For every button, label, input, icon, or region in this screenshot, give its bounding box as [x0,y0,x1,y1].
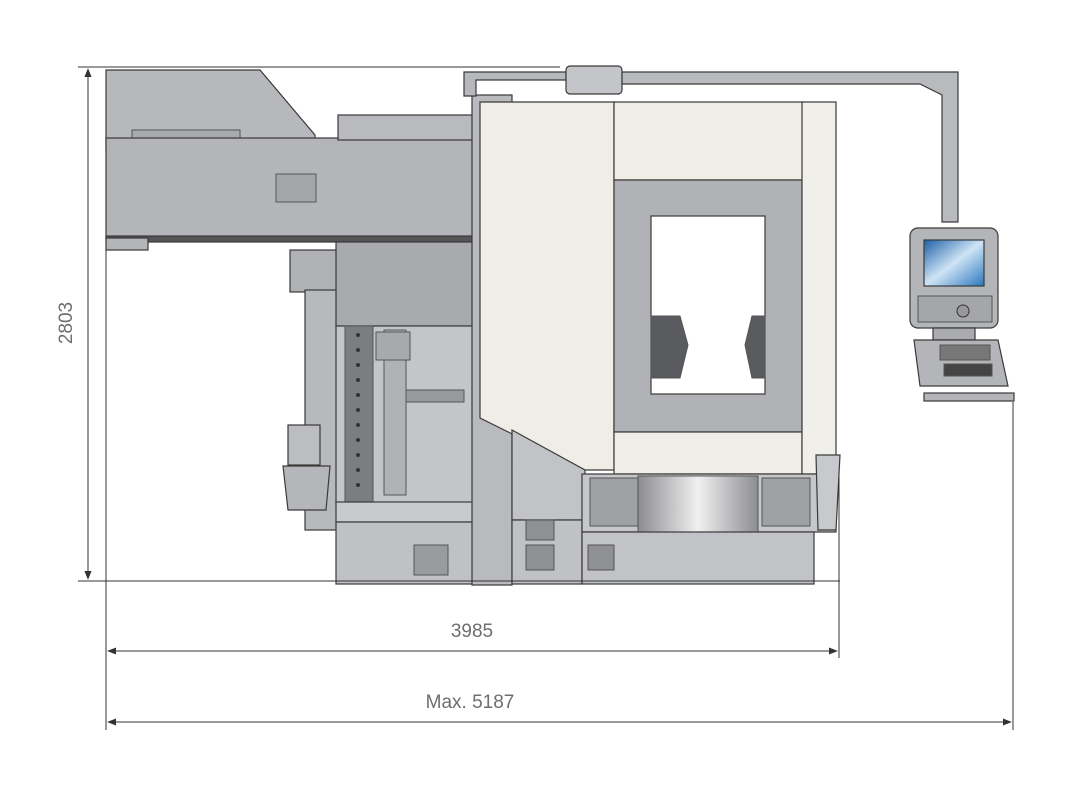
column-area [335,241,475,585]
rack-holes [356,333,360,487]
width-dimension-label: 3985 [451,621,493,642]
max-width-dimension-label: Max. 5187 [426,692,515,713]
dimension-lines [78,66,1014,730]
control-arm [463,65,959,223]
screen [923,239,985,287]
height-dimension-label: 2803 [56,302,77,344]
enclosure [471,94,841,586]
loader-unit [105,69,475,531]
control-panel [909,227,1015,402]
